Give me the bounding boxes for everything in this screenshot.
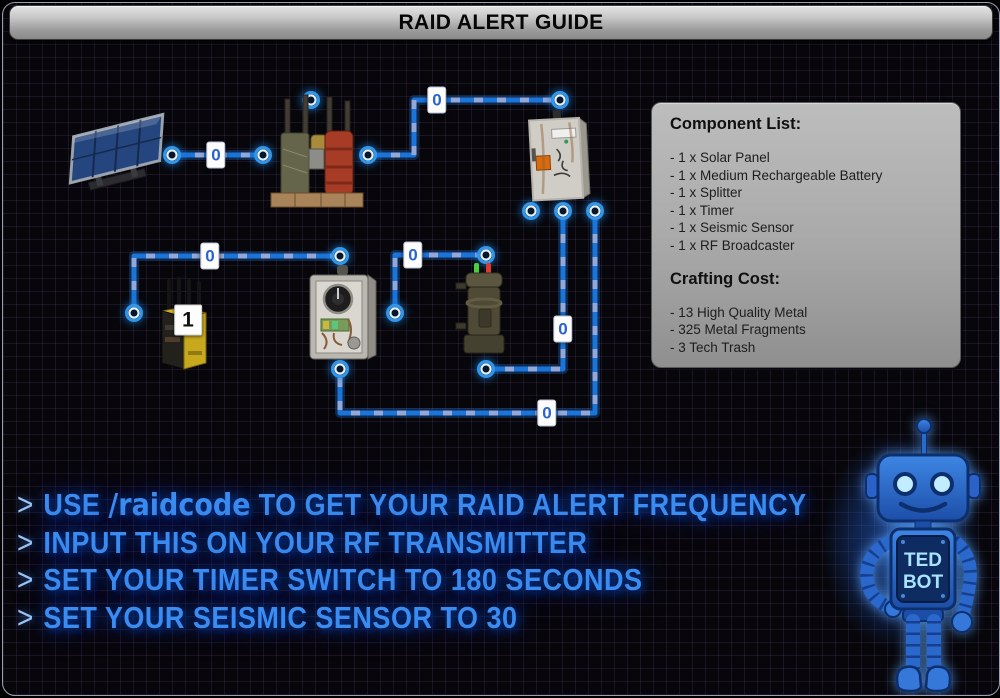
wire-value-label: 0 [537,399,557,427]
wire-value-label: 0 [206,141,226,169]
crafting-cost-item: - 3 Tech Trash [670,339,756,355]
instruction-text: INPUT THIS ON YOUR RF TRANSMITTER [43,526,588,560]
component-item: - 1 x Seismic Sensor [670,220,794,236]
timer-image [309,265,377,360]
instruction-text: SET YOUR SEISMIC SENSOR TO 30 [43,601,518,635]
wire-value-label: 0 [427,86,447,114]
wire-value-label: 0 [553,315,573,343]
splitter-image [528,109,591,202]
robot-label-line1: TED [904,550,942,571]
component-item: - 1 x Solar Panel [670,150,770,165]
chevron-icon: > [17,562,34,597]
battery-image [270,94,364,208]
instruction-line-4: > SET YOUR SEISMIC SENSOR TO 30 [17,600,517,636]
broadcaster-frequency-label: 1 [174,304,202,336]
instruction-text: USE [43,488,109,522]
instruction-text: TO GET YOUR RAID ALERT FREQUENCY [250,488,807,522]
crafting-cost-heading: Crafting Cost: [670,269,780,288]
crafting-cost-item: - 13 High Quality Metal [670,304,808,320]
wire-value-label: 0 [200,242,220,270]
solar-panel-image [68,112,165,191]
component-item: - 1 x Medium Rechargeable Battery [670,167,883,183]
instruction-text: SET YOUR TIMER SWITCH TO 180 SECONDS [43,563,643,597]
tedbot-mascot: TED BOT [860,418,981,693]
robot-label-line2: BOT [903,572,944,593]
wire-value-label: 0 [403,241,423,269]
component-item: - 1 x Timer [670,202,734,218]
component-list-panel: Component List: - 1 x Solar Panel - 1 x … [651,102,961,368]
title-bar: RAID ALERT GUIDE [9,5,993,40]
instruction-line-1: > USE /raidcode TO GET YOUR RAID ALERT FR… [17,487,807,523]
instruction-line-3: > SET YOUR TIMER SWITCH TO 180 SECONDS [17,562,642,598]
raidcode-command: /raidcode [108,488,251,523]
instruction-line-2: > INPUT THIS ON YOUR RF TRANSMITTER [17,525,587,561]
component-item: - 1 x Splitter [670,185,743,201]
components-heading: Component List: [670,115,802,133]
page-title: RAID ALERT GUIDE [398,10,604,34]
seismic-sensor-image [455,263,505,354]
chevron-icon: > [17,525,34,560]
chevron-icon: > [17,600,34,635]
crafting-cost-item: - 325 Metal Fragments [670,322,806,338]
chevron-icon: > [17,487,34,522]
component-item: - 1 x RF Broadcaster [670,237,795,253]
